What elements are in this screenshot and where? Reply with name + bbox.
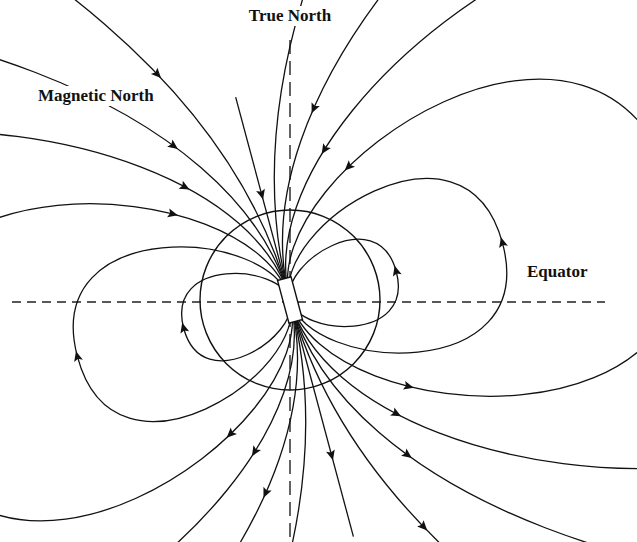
field-line: [39, 0, 637, 542]
axis-label: Magnetic North: [36, 86, 156, 106]
arrow-head: [167, 140, 180, 153]
arrow-head: [401, 448, 414, 461]
arrow-head: [390, 408, 403, 421]
field-line: [0, 150, 330, 542]
equator-line: [12, 301, 605, 302]
arrow-head: [72, 350, 83, 362]
arrow-head: [497, 236, 508, 248]
arrow-head: [248, 445, 261, 458]
magnetic-axis: [236, 97, 285, 279]
arrow-head: [308, 102, 320, 115]
arrow-head: [224, 428, 237, 441]
arrow-head: [318, 143, 331, 156]
arrow-head: [167, 208, 179, 219]
field-arrows: [6, 0, 574, 542]
arrow-head: [403, 381, 415, 392]
axis-label: True North: [247, 6, 333, 26]
arrow-head: [417, 520, 430, 533]
arrow-head: [178, 322, 189, 334]
magnetic-axis: [296, 321, 354, 536]
arrow-head: [256, 189, 267, 201]
arrow-head: [326, 450, 337, 462]
arrow-head: [342, 160, 355, 173]
arrow-head: [390, 265, 401, 277]
arrow-head: [259, 487, 271, 500]
arrow-head: [179, 181, 192, 194]
field-line: [0, 0, 541, 542]
arrow-head: [151, 68, 164, 81]
bar-magnet: [278, 277, 303, 323]
axis-label: Equator: [525, 262, 589, 282]
